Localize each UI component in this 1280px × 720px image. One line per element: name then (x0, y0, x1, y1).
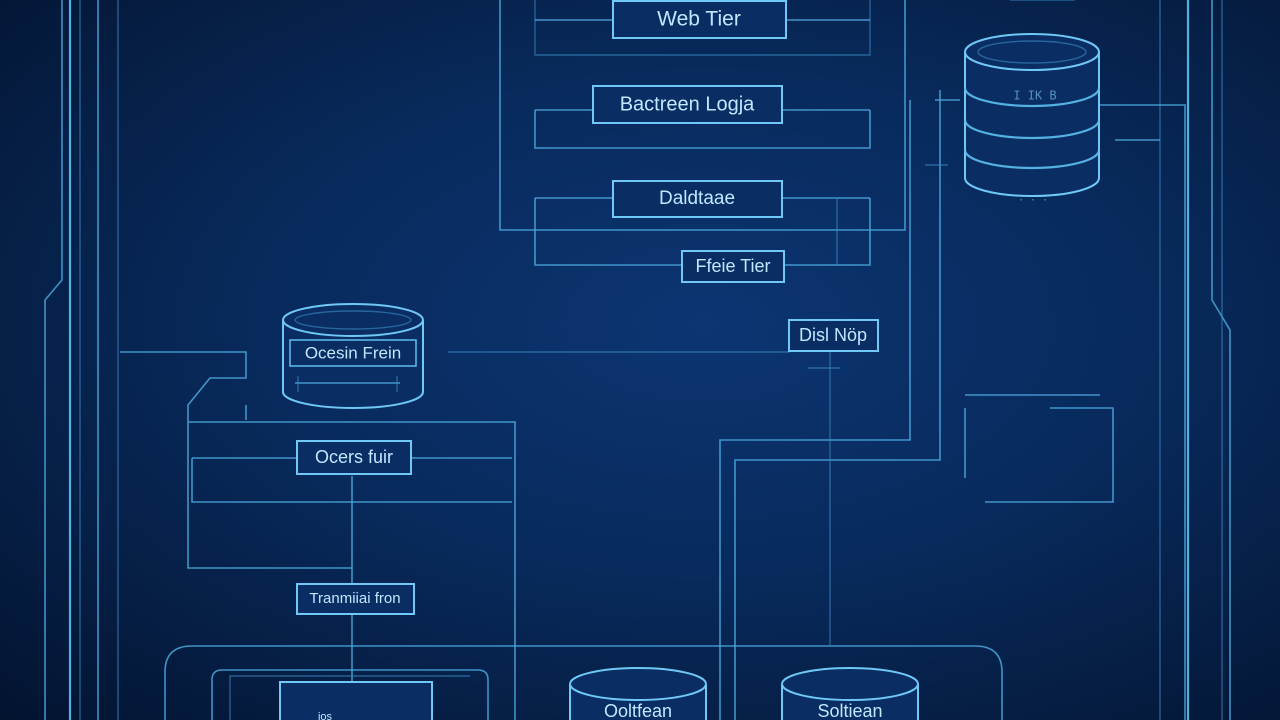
cache-cylinder: Ocesin Frein (282, 303, 424, 409)
dist-node-node: Disl Nöp (788, 319, 879, 352)
orders-tier-label: Ocers fuir (315, 447, 393, 467)
small-box-caption: ios (318, 711, 333, 720)
transaction-label: Tranmiiai fron (309, 590, 400, 607)
web-tier-node: Web Tier (612, 0, 787, 39)
transaction-node: Tranmiiai fron (296, 583, 415, 615)
bottom-left-box (279, 681, 433, 720)
web-tier-label: Web Tier (657, 8, 741, 31)
outer-frame (44, 0, 1231, 720)
bottom-cylinder-right: Soltiean (781, 667, 919, 720)
backend-logic-node: Bactreen Logja (592, 85, 783, 124)
db-right-tick: · · · (1018, 195, 1048, 206)
database-cylinder-right: I IK B · · · (963, 33, 1101, 206)
left-connectors (120, 351, 790, 720)
db-right-caption: I IK B (1013, 89, 1056, 103)
database-node: Daldtaae (612, 180, 783, 218)
database-label: Daldtaae (659, 188, 735, 209)
file-tier-label: Ffeie Tier (695, 256, 770, 276)
db-bottom-right-label: Soltiean (817, 701, 882, 720)
right-connectors (719, 90, 1186, 720)
bottom-cylinder-left: Ooltfean (569, 667, 707, 720)
backend-logic-label: Bactreen Logja (620, 93, 755, 115)
dist-node-label: Disl Nöp (799, 325, 867, 345)
file-tier-node: Ffeie Tier (681, 250, 785, 283)
cache-label: Ocesin Frein (305, 343, 401, 362)
bottom-container: ios (164, 645, 1003, 720)
db-bottom-left-label: Ooltfean (604, 701, 672, 720)
orders-tier-node: Ocers fuir (296, 440, 412, 475)
